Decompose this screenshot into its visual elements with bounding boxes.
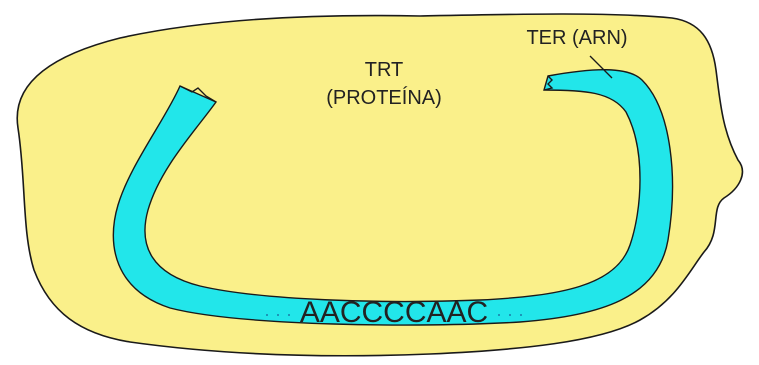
dots-right: · · · <box>496 304 524 324</box>
trt-label-line1: TRT <box>365 59 404 81</box>
template-sequence: AACCCCAAC <box>300 296 488 329</box>
trt-label-line2: (PROTEÍNA) <box>326 86 442 109</box>
dots-left: · · · <box>264 304 292 324</box>
ter-label: TER (ARN) <box>526 27 627 49</box>
